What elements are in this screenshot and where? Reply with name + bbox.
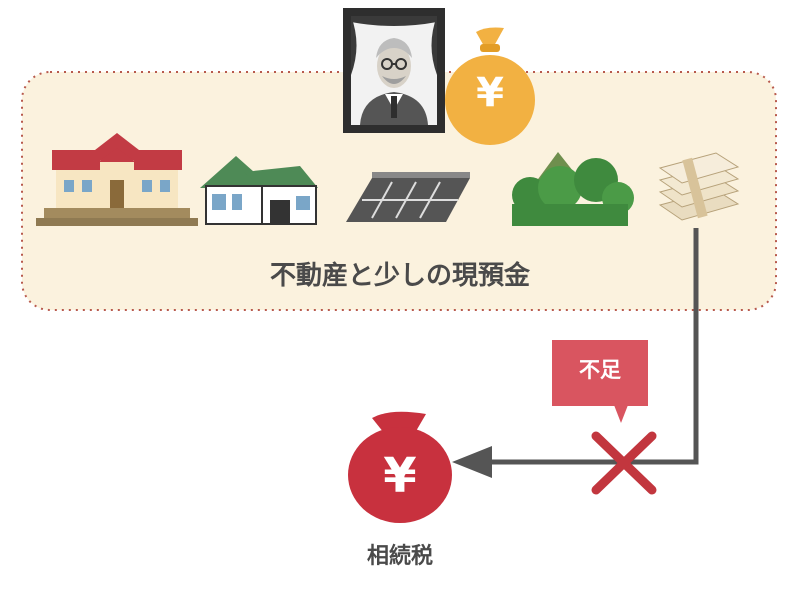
- money-bag-gold-icon: [445, 27, 535, 145]
- deceased-portrait-icon: [343, 8, 445, 133]
- parking-lot-icon: [346, 172, 470, 222]
- money-bag-red-icon: [348, 411, 452, 523]
- cash-bundle-icon: [658, 152, 740, 221]
- forest-icon: [512, 152, 634, 226]
- yen-symbol-red: ¥: [383, 448, 417, 504]
- shortage-callout: [552, 340, 648, 423]
- yen-symbol-gold: ¥: [476, 70, 504, 116]
- mansion-icon: [36, 133, 198, 226]
- inheritance-tax-label: 相続税: [366, 544, 433, 569]
- arrow-head: [452, 446, 492, 478]
- cross-icon: [591, 431, 657, 495]
- asset-label: 不動産と少しの現預金: [269, 261, 530, 291]
- house-icon: [200, 156, 318, 225]
- flow-line: [490, 228, 699, 465]
- shortage-label: 不足: [579, 358, 621, 382]
